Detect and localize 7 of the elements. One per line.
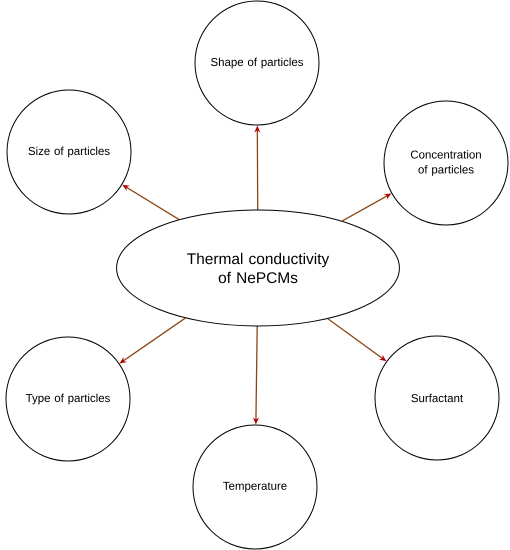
- circle-node: Temperature: [192, 424, 318, 550]
- circle-node: Size of particles: [6, 90, 132, 214]
- circle-node: Shape of particles: [194, 0, 320, 126]
- circle-node: Type of particles: [6, 336, 130, 462]
- circle-node: Surfactant: [374, 336, 500, 460]
- oval-node: Thermal conductivity of NePCMs: [116, 210, 400, 326]
- circle-node: Concentration of particles: [384, 100, 508, 226]
